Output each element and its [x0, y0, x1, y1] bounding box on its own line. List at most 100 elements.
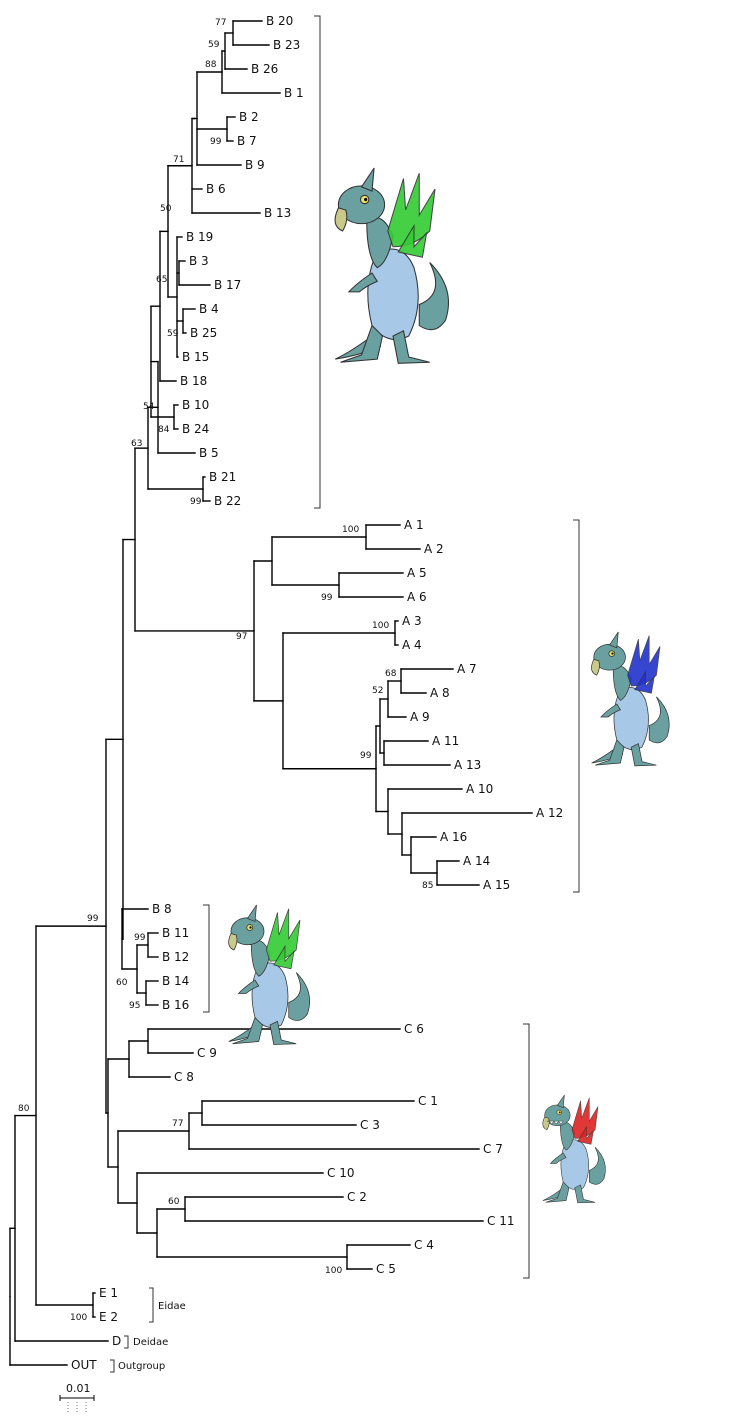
bootstrap-value: 100 — [70, 1313, 87, 1323]
taxon-label-b17: B 17 — [214, 278, 241, 292]
dragon-b-small-illustration — [228, 904, 310, 1045]
bootstrap-value: 63 — [131, 439, 142, 449]
taxon-label-c9: C 9 — [197, 1046, 217, 1060]
taxon-label-b22: B 22 — [214, 494, 241, 508]
taxon-label-a8: A 8 — [430, 686, 450, 700]
taxon-label-a10: A 10 — [466, 782, 493, 796]
taxon-label-b9: B 9 — [245, 158, 265, 172]
bootstrap-value: 99 — [360, 751, 372, 761]
taxon-label-b7: B 7 — [237, 134, 257, 148]
taxon-label-b18: B 18 — [180, 374, 207, 388]
taxon-label-c8: C 8 — [174, 1070, 194, 1084]
taxon-label-b26: B 26 — [251, 62, 278, 76]
taxon-label-b25: B 25 — [190, 326, 217, 340]
bootstrap-value: 68 — [385, 669, 397, 679]
taxon-labels: B 20B 23B 26B 1B 2B 7B 9B 6B 13B 19B 3B … — [71, 14, 563, 1372]
bootstrap-value: 99 — [134, 933, 146, 943]
taxon-label-b15: B 15 — [182, 350, 209, 364]
bootstrap-value: 59 — [208, 40, 220, 50]
dragon-illustrations — [228, 167, 670, 1204]
bootstrap-value: 50 — [160, 204, 172, 214]
taxon-label-b13: B 13 — [264, 206, 291, 220]
taxon-label-e1: E 1 — [99, 1286, 118, 1300]
taxon-label-b1: B 1 — [284, 86, 304, 100]
bracket-eidae — [149, 1287, 154, 1323]
bootstrap-value: 97 — [236, 632, 247, 642]
taxon-label-b23: B 23 — [273, 38, 300, 52]
clade-label-outgroup: Outgroup — [118, 1361, 165, 1372]
scale-bar: 0.01 — [59, 1382, 95, 1414]
bootstrap-value: 84 — [158, 425, 170, 435]
taxon-label-c4: C 4 — [414, 1238, 434, 1252]
taxon-label-a16: A 16 — [440, 830, 467, 844]
taxon-label-a2: A 2 — [424, 542, 444, 556]
taxon-label-b14: B 14 — [162, 974, 189, 988]
taxon-label-a14: A 14 — [463, 854, 490, 868]
taxon-label-b21: B 21 — [209, 470, 236, 484]
taxon-label-b4: B 4 — [199, 302, 219, 316]
taxon-label-out: OUT — [71, 1358, 97, 1372]
bootstrap-value: 54 — [143, 402, 155, 412]
scale-bar-label: 0.01 — [66, 1382, 91, 1395]
taxon-label-c6: C 6 — [404, 1022, 424, 1036]
bootstrap-value: 71 — [173, 155, 184, 165]
bracket-clade-a — [573, 519, 580, 893]
clade-brackets — [110, 15, 580, 1373]
bootstrap-value: 60 — [168, 1197, 180, 1207]
taxon-label-b8: B 8 — [152, 902, 172, 916]
bootstrap-value: 59 — [167, 329, 179, 339]
dragon-b-illustration — [334, 167, 449, 364]
dragon-c-illustration — [542, 1094, 606, 1204]
taxon-label-a9: A 9 — [410, 710, 430, 724]
taxon-label-a4: A 4 — [402, 638, 422, 652]
taxon-label-c11: C 11 — [487, 1214, 514, 1228]
bracket-clade-c — [523, 1023, 530, 1279]
taxon-label-b10: B 10 — [182, 398, 209, 412]
bootstrap-value: 88 — [205, 60, 217, 70]
bracket-clade-b — [314, 15, 321, 509]
taxon-label-a6: A 6 — [407, 590, 427, 604]
bootstrap-value: 77 — [172, 1119, 183, 1129]
taxon-label-a5: A 5 — [407, 566, 427, 580]
taxon-label-a12: A 12 — [536, 806, 563, 820]
taxon-label-a3: A 3 — [402, 614, 422, 628]
bootstrap-value: 80 — [18, 1104, 30, 1114]
taxon-label-d: D — [112, 1334, 121, 1348]
taxon-label-c5: C 5 — [376, 1262, 396, 1276]
taxon-label-c2: C 2 — [347, 1190, 367, 1204]
clade-label-deidae: Deidae — [133, 1337, 168, 1348]
taxon-label-c1: C 1 — [418, 1094, 438, 1108]
taxon-label-a7: A 7 — [457, 662, 477, 676]
taxon-label-a15: A 15 — [483, 878, 510, 892]
bootstrap-value: 60 — [116, 978, 128, 988]
taxon-label-b19: B 19 — [186, 230, 213, 244]
bootstrap-value: 85 — [422, 881, 433, 891]
taxon-label-b20: B 20 — [266, 14, 293, 28]
taxon-label-b11: B 11 — [162, 926, 189, 940]
taxon-label-b5: B 5 — [199, 446, 219, 460]
tree-edges — [9, 20, 533, 1366]
bootstrap-value: 52 — [372, 686, 383, 696]
taxon-label-a13: A 13 — [454, 758, 481, 772]
bootstrap-value: 100 — [342, 525, 359, 535]
bracket-outgroup — [110, 1359, 115, 1373]
bootstrap-value: 77 — [215, 18, 226, 28]
taxon-label-e2: E 2 — [99, 1310, 118, 1324]
taxon-label-c7: C 7 — [483, 1142, 503, 1156]
taxon-label-a1: A 1 — [404, 518, 424, 532]
taxon-label-c10: C 10 — [327, 1166, 354, 1180]
bootstrap-value: 99 — [321, 593, 333, 603]
bootstrap-value: 100 — [325, 1266, 342, 1276]
taxon-label-b12: B 12 — [162, 950, 189, 964]
bootstrap-value: 99 — [210, 137, 222, 147]
bootstrap-value: 99 — [87, 914, 99, 924]
bracket-clade-b-small — [203, 904, 210, 1013]
taxon-label-b24: B 24 — [182, 422, 209, 436]
taxon-label-b6: B 6 — [206, 182, 226, 196]
bootstrap-value: 65 — [156, 275, 167, 285]
bootstrap-value: 100 — [372, 621, 389, 631]
taxon-label-a11: A 11 — [432, 734, 459, 748]
bootstrap-value: 95 — [129, 1001, 140, 1011]
